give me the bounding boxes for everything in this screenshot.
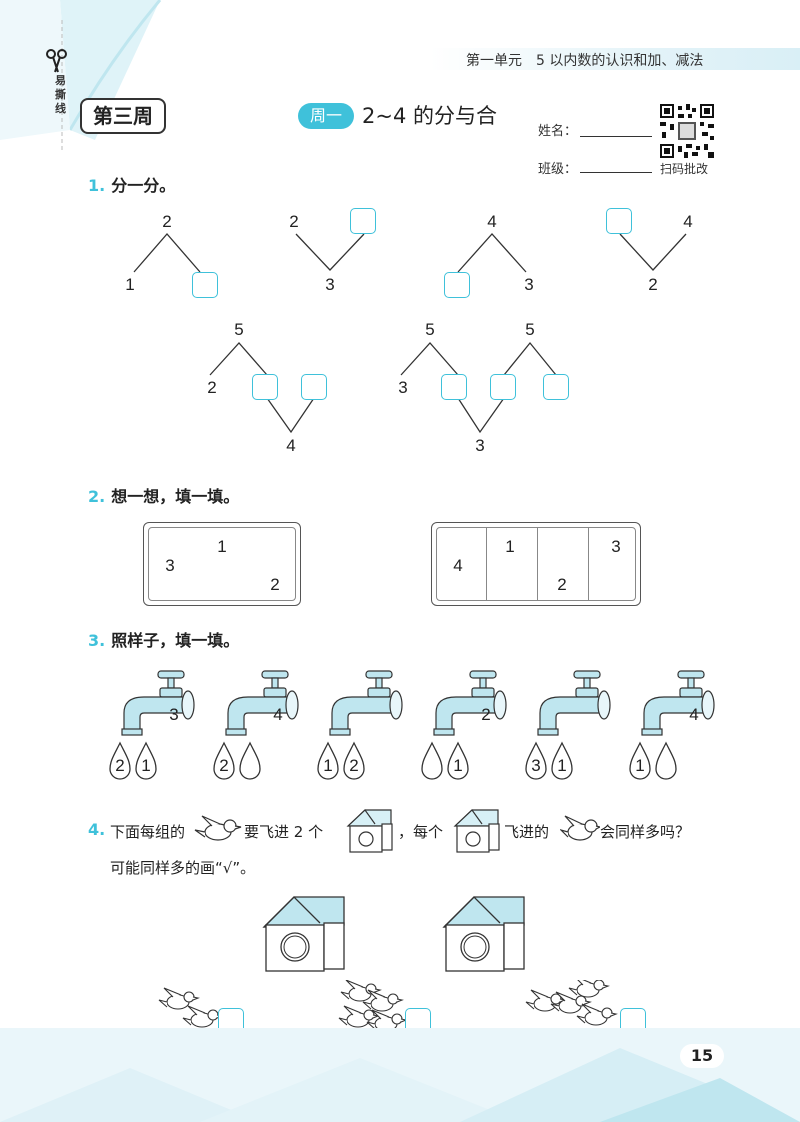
- q1-r1-t1-left: 1: [125, 275, 135, 294]
- q1-r2b-top2: 5: [525, 320, 535, 339]
- name-field[interactable]: [580, 136, 652, 137]
- q1-r1-t4-bottom: 2: [648, 275, 658, 294]
- bird-icon: [194, 815, 242, 841]
- birdhouse-icon: [262, 896, 345, 972]
- day-badge: 周一: [298, 103, 354, 129]
- name-label: 姓名：: [538, 124, 578, 139]
- answer-box[interactable]: [192, 272, 218, 298]
- q1-r1-t2-top: 2: [289, 212, 299, 231]
- q4-text-a: 下面每组的: [110, 823, 186, 841]
- card1-value: 2: [270, 575, 280, 594]
- card-divider: [486, 527, 487, 601]
- q4-text-c: ，每个: [398, 823, 444, 841]
- birdhouse-icon: [442, 896, 525, 972]
- card1-value: 1: [217, 537, 227, 556]
- card-divider: [537, 527, 538, 601]
- drop-value[interactable]: 1: [453, 756, 463, 775]
- q1-r2a-top: 5: [234, 320, 244, 339]
- q1-r2a-left: 2: [207, 378, 217, 397]
- drop-value[interactable]: 2: [349, 756, 359, 775]
- drop-value[interactable]: 2: [115, 756, 125, 775]
- class-label: 班级：: [538, 162, 578, 177]
- drop-value[interactable]: 2: [219, 756, 229, 775]
- birdhouse-icon: [453, 809, 500, 853]
- qr-code-icon[interactable]: [660, 104, 714, 158]
- qr-caption: 扫码批改: [660, 162, 709, 176]
- q4-text-e: 会同样多吗？: [600, 823, 691, 841]
- answer-box[interactable]: [606, 208, 632, 234]
- card2-value: 2: [557, 575, 567, 594]
- q1-r1-t3-top: 4: [487, 212, 497, 231]
- drop-value[interactable]: 1: [323, 756, 333, 775]
- answer-box[interactable]: [543, 374, 569, 400]
- q1-tree-lines: [133, 233, 687, 434]
- q1-r1-t1-top: 2: [162, 212, 172, 231]
- q1-r1-t2-bottom: 3: [325, 275, 335, 294]
- page-number: 15: [680, 1044, 724, 1068]
- lesson-title: 2~4 的分与合: [362, 104, 497, 128]
- faucet-value[interactable]: 4: [273, 705, 283, 724]
- faucet-value[interactable]: 2: [481, 705, 491, 724]
- birdhouse-icon: [346, 809, 393, 853]
- q1-r2b-top1: 5: [425, 320, 435, 339]
- q4-text-line2: 可能同样多的画“√”。: [110, 859, 256, 877]
- card2-value: 3: [611, 537, 621, 556]
- card1-value: 3: [165, 556, 175, 575]
- number-card-2: [431, 522, 641, 606]
- answer-box[interactable]: [350, 208, 376, 234]
- card2-value: 4: [453, 556, 463, 575]
- number-card-1: [143, 522, 301, 606]
- unit-title: 第一单元 5 以内数的认识和加、减法: [466, 53, 704, 69]
- bird-icon: [560, 815, 600, 841]
- q1-r1-t3-right: 3: [524, 275, 534, 294]
- scissors-icon: [46, 49, 67, 73]
- answer-box[interactable]: [444, 272, 470, 298]
- drop-value[interactable]: 1: [141, 756, 151, 775]
- footer-decoration: [0, 1028, 800, 1122]
- class-field[interactable]: [580, 172, 652, 173]
- faucet-value[interactable]: 3: [169, 705, 179, 724]
- drop-value[interactable]: 1: [557, 756, 567, 775]
- answer-box[interactable]: [490, 374, 516, 400]
- q3-title: 3.照样子，填一填。: [88, 631, 240, 650]
- q1-r2a-bottom: 4: [286, 436, 296, 455]
- drop-value[interactable]: 1: [635, 756, 645, 775]
- q2-title: 2.想一想，填一填。: [88, 487, 240, 506]
- q1-title: 1.分一分。: [88, 176, 176, 195]
- answer-box[interactable]: [301, 374, 327, 400]
- q1-r1-t4-top: 4: [683, 212, 693, 231]
- q1-r2b-bottom: 3: [475, 436, 485, 455]
- q4-text-b: 要飞进 2 个: [244, 823, 324, 841]
- q4-number: 4.: [88, 820, 106, 839]
- drop-value[interactable]: 3: [531, 756, 541, 775]
- header-band: [430, 48, 800, 70]
- card2-value: 1: [505, 537, 515, 556]
- card-divider: [588, 527, 589, 601]
- answer-box[interactable]: [252, 374, 278, 400]
- faucet-value[interactable]: 4: [689, 705, 699, 724]
- tear-line-label: 易撕线: [55, 74, 66, 115]
- week-badge: 第三周: [80, 98, 166, 134]
- answer-box[interactable]: [441, 374, 467, 400]
- q4-text-d: 飞进的: [504, 823, 550, 841]
- q1-r2b-left: 3: [398, 378, 408, 397]
